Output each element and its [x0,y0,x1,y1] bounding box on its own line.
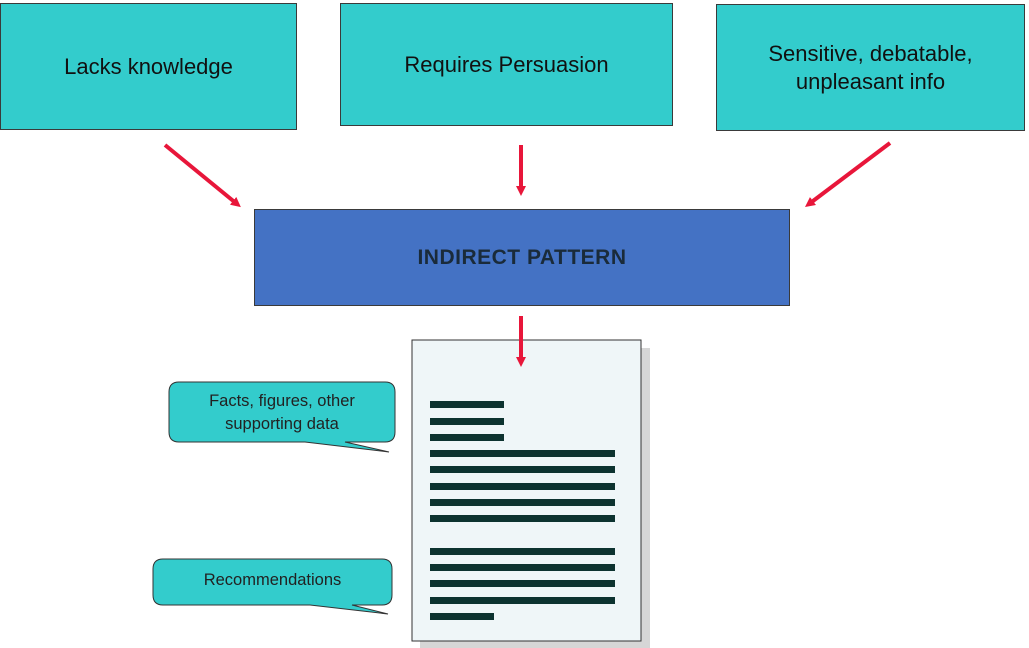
callout-bubble-recommendations [152,558,393,615]
callout-label-recommendations: Recommendations [203,571,342,589]
input-box-sensitive-info: Sensitive, debatable, unpleasant info [716,4,1025,131]
callout-label-supporting-data: Facts, figures, other supporting data [209,392,355,433]
center-box-indirect-pattern: INDIRECT PATTERN [254,209,790,306]
arrow-right [805,141,892,208]
document-lines [430,401,615,620]
input-label-lacks-knowledge: Lacks knowledge [64,53,233,79]
input-label-requires-persuasion: Requires Persuasion [404,51,609,77]
callout-bubble-supporting-data [168,381,396,453]
input-box-lacks-knowledge: Lacks knowledge [0,3,297,130]
input-box-requires-persuasion: Requires Persuasion [340,3,673,126]
document-icon [411,339,642,642]
center-label: INDIRECT PATTERN [417,245,627,269]
arrow-left [163,143,241,208]
input-label-sensitive-info: Sensitive, debatable, unpleasant info [768,40,973,94]
